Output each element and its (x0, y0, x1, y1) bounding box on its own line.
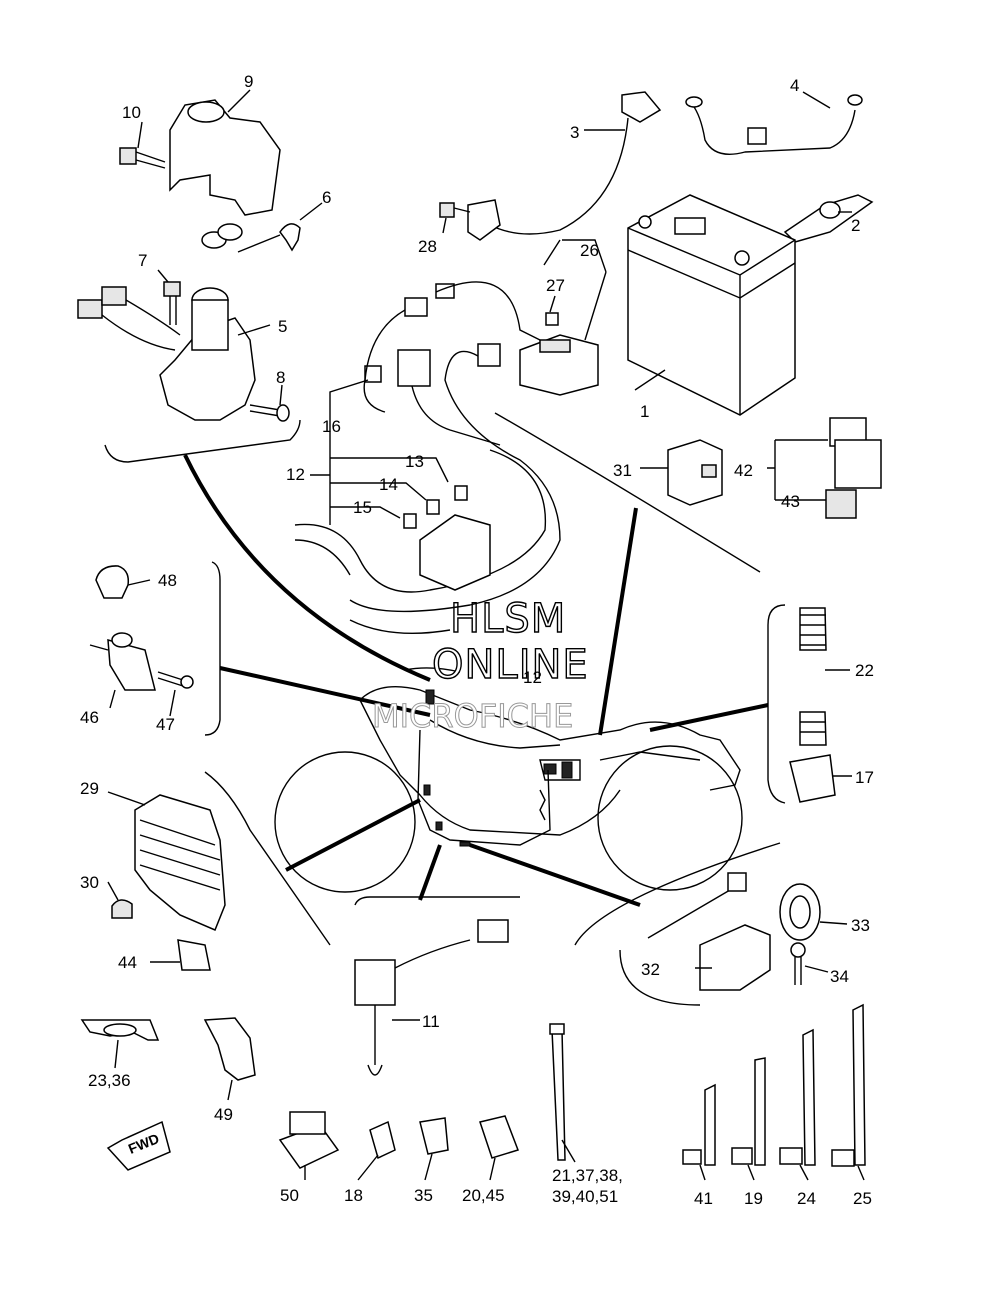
callout-25-label: 25 (853, 1189, 872, 1208)
part-49-clamp (203, 1017, 256, 1081)
part-8-screw (249, 404, 290, 422)
callout-12a: 12 (286, 465, 305, 484)
callout-46: 46 (80, 708, 99, 727)
callout-34: 34 (830, 967, 849, 986)
part-50-clamp (278, 1111, 340, 1169)
group-outlines (104, 412, 786, 946)
callout-32: 32 (641, 960, 660, 979)
part-31-relay (667, 439, 723, 506)
part-47-screw (157, 671, 194, 689)
part-22-grommet (799, 607, 827, 746)
callout-48: 48 (158, 571, 177, 590)
callout-12b: 12 (523, 668, 542, 687)
callout-21-line2: 39,40,51 (552, 1187, 618, 1206)
callout-28: 28 (418, 237, 437, 256)
part-10-bolt (119, 147, 166, 169)
callout-16: 16 (322, 417, 341, 436)
watermark: HLSM ONLINE MICROFICHE (372, 595, 589, 735)
callout-26: 26 (580, 241, 599, 260)
part-1-battery (627, 194, 796, 416)
motorcycle-outline (274, 667, 743, 893)
callout-29: 29 (80, 779, 99, 798)
callout-5: 5 (278, 317, 287, 336)
part-cable-tie-41 (682, 1083, 716, 1166)
callout-33: 33 (851, 916, 870, 935)
part-20-clamp (479, 1115, 519, 1159)
callout-9: 9 (244, 72, 253, 91)
part-11-switch (354, 919, 509, 1076)
callout-15: 15 (353, 498, 372, 517)
callout-labels: 9 10 6 7 5 8 3 4 2 28 26 27 1 16 12 13 1… (80, 72, 874, 1208)
part-fuse-box (403, 485, 491, 591)
part-17-clamp (789, 754, 836, 803)
watermark-line1: HLSM (450, 596, 566, 642)
watermark-line2: ONLINE (432, 642, 589, 688)
callout-50: 50 (280, 1186, 299, 1205)
callout-6: 6 (322, 188, 331, 207)
callout-7: 7 (138, 251, 147, 270)
callout-17: 17 (855, 768, 874, 787)
part-26-starter-relay (519, 312, 599, 396)
part-42-coupler (825, 417, 882, 519)
part-34-screw (790, 942, 806, 985)
callout-10: 10 (122, 103, 141, 122)
callout-23-36: 23,36 (88, 1071, 131, 1090)
part-18-clamp (369, 1120, 396, 1160)
callout-49: 49 (214, 1105, 233, 1124)
callout-14: 14 (379, 475, 398, 494)
callout-4: 4 (790, 76, 799, 95)
callout-19: 19 (744, 1189, 763, 1208)
callout-35: 35 (414, 1186, 433, 1205)
callout-31: 31 (613, 461, 632, 480)
part-23-clamp (80, 1019, 160, 1041)
callout-41: 41 (694, 1189, 713, 1208)
callout-2: 2 (851, 216, 860, 235)
callout-3: 3 (570, 123, 579, 142)
part-cable-tie-21 (549, 1023, 566, 1161)
part-32-sensor (619, 872, 771, 1006)
callout-44: 44 (118, 953, 137, 972)
fwd-arrow: FWD (106, 1120, 171, 1171)
watermark-line3: MICROFICHE (372, 697, 573, 735)
callout-24: 24 (797, 1189, 816, 1208)
part-48-clamp (95, 565, 130, 599)
callout-30: 30 (80, 873, 99, 892)
callout-13: 13 (405, 452, 424, 471)
part-cable-tie-19 (731, 1057, 766, 1166)
part-3-lead (467, 91, 662, 241)
part-46-switch (89, 632, 156, 691)
callout-42: 42 (734, 461, 753, 480)
part-cable-tie-25 (831, 1003, 866, 1167)
part-cable-tie-24 (779, 1028, 816, 1166)
part-9-bracket (169, 99, 281, 216)
callout-27: 27 (546, 276, 565, 295)
callout-43: 43 (781, 492, 800, 511)
callout-1: 1 (640, 402, 649, 421)
part-33-ring (779, 883, 821, 941)
callout-20-45: 20,45 (462, 1186, 505, 1205)
callout-11-label: 11 (422, 1012, 440, 1031)
part-28-bolt (439, 202, 471, 218)
part-6-key (201, 223, 301, 253)
callout-21-line1: 21,37,38, (552, 1166, 623, 1185)
callout-47: 47 (156, 715, 175, 734)
part-16-harness (294, 281, 561, 635)
part-29-rectifier (134, 794, 226, 931)
callout-22: 22 (855, 661, 874, 680)
callout-8: 8 (276, 368, 285, 387)
part-2-band (783, 194, 874, 243)
leader-lines (107, 89, 865, 1181)
part-4-lead (685, 94, 863, 155)
part-5-main-switch (77, 286, 256, 421)
part-30-nut (111, 899, 133, 919)
part-44-clamp (177, 939, 211, 971)
callout-18: 18 (344, 1186, 363, 1205)
part-35-clamp (419, 1117, 449, 1155)
part-7-screw (163, 281, 181, 325)
